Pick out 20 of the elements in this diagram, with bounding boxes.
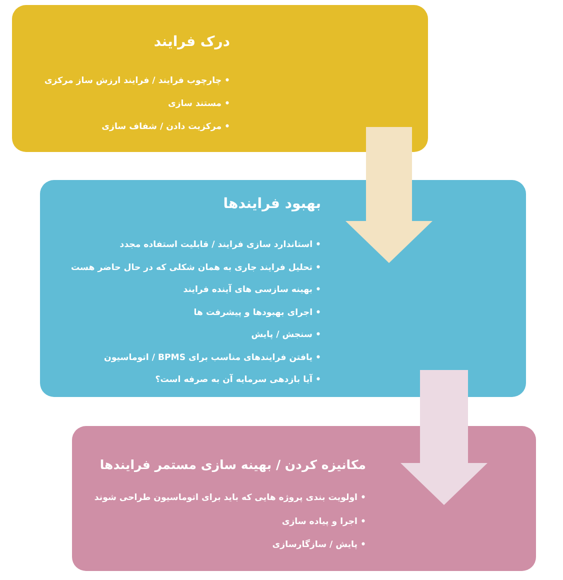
bullet-item: • مرکزیت دادن / شفاف سازی (100, 121, 230, 134)
bullet-item: • تحلیل فرایند جاری به همان شکلی که در حال حاضر هست (70, 262, 321, 274)
bullet-item: • اولویت بندی پروژه هایی که باید برای اتوماسیون طراحی شوند (94, 492, 366, 505)
bullet-item: • سنجش / پایش (250, 329, 321, 342)
bullet-item: • بهینه سازسی های آینده فرایند (182, 282, 321, 297)
process-box (40, 180, 526, 397)
bullet-item: • چارچوب فرایند / فرایند ارزش ساز مرکزی (44, 75, 230, 88)
bullet-item: • یافتن فرایندهای مناسب برای BPMS / اتوماسیون (103, 352, 321, 364)
process-box (72, 426, 536, 571)
process-box (12, 5, 428, 152)
block-arrow (346, 127, 432, 263)
bullet-item: • مستند سازی (166, 98, 230, 111)
bullet-item: • آیا بازدهی سرمایه آن به صرفه است؟ (154, 372, 321, 387)
bullet-item: • پایش / سازگارسازی (271, 538, 366, 552)
box-heading: بهبود فرایندها (223, 196, 321, 212)
bullet-item: • استاندارد سازی فرایند / قابلیت استفاده مجدد (118, 239, 321, 252)
bullet-item: • اجرای بهبودها و پیشرفت ها (192, 306, 321, 320)
bullet-item: • اجرا و پیاده سازی (280, 516, 366, 528)
box-heading: درک فرایند (154, 34, 230, 50)
box-heading: مکانیزه کردن / بهینه سازی مستمر فرایندها (100, 457, 366, 472)
